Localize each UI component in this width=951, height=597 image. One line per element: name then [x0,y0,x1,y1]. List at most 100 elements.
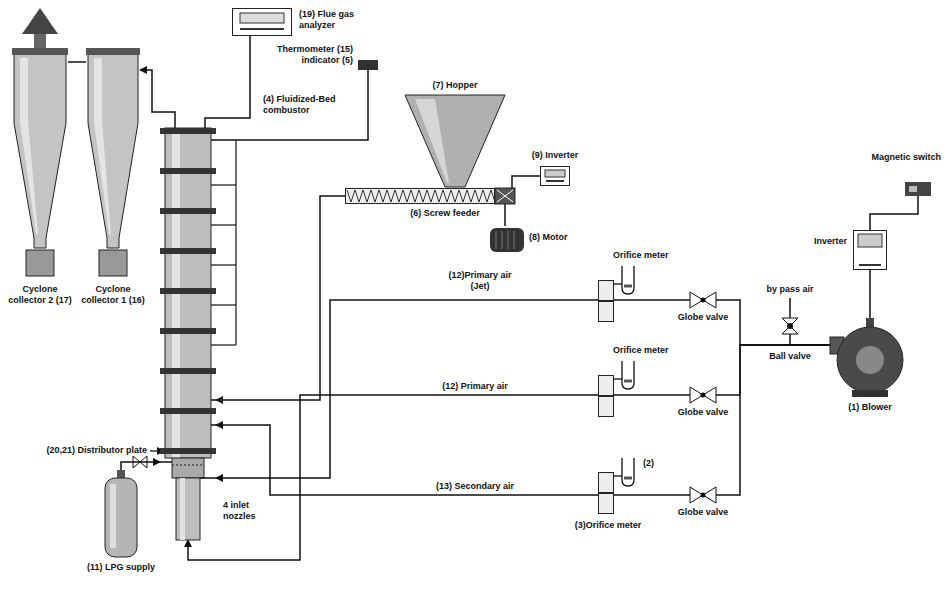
drawing-part [211,424,216,426]
drawing-part [160,408,216,414]
drawing-part [86,48,140,55]
cyclone-drawing [86,48,140,278]
pipe-connector [68,61,86,63]
flow-label: (13) Secondary air [420,481,530,492]
drawing-part [622,458,634,486]
drawing-part [545,170,565,177]
drawing-part [233,9,292,36]
drawing-part [211,224,236,225]
globe-valve: Globe valve [690,292,716,308]
component-label: Globe valve [673,507,733,518]
part-label: 4 inlet nozzles [222,500,268,522]
globe-drawing [690,387,716,403]
temperature-indicator: Thermometer (15) indicator (5) [358,60,378,70]
lpg-drawing [104,470,138,558]
drawing-part [497,190,513,202]
drawing-part [599,281,614,322]
drawing-part [852,390,888,397]
blower: (1) Blower [830,318,910,398]
drawing-part [905,182,931,196]
pipe-connector [205,36,250,128]
drawing-part [599,473,614,514]
drawing-part [160,128,216,134]
drawing-part [546,180,564,182]
drawing-part [614,475,622,476]
drawing-part [837,327,903,393]
flow-label: (12)Primary air (Jet) [440,270,520,292]
drawing-part [14,54,66,248]
drawing-part [88,54,138,248]
thermocouple-bus [235,140,236,345]
drawing-part [490,228,524,252]
component-label: Cyclone collector 2 (17) [4,284,76,306]
component-label: Orifice meter [612,250,682,261]
drawing-part [347,190,495,202]
drawing-part [94,58,111,234]
component-label: (8) Motor [528,232,588,243]
gas-analyzer: (19) Flue gas analyzer [232,8,292,36]
cyclone-collector: Cyclone collector 1 (16) [86,48,140,278]
drawing-part [160,208,216,214]
drawing-part [105,478,137,557]
pipe-connector [614,494,690,496]
pipe-connector [614,394,690,396]
drawing-part [160,328,216,334]
drawing-part [599,376,614,417]
component-label: Inverter [796,236,848,247]
pipe-connector [140,70,175,128]
pipe-connector [512,176,540,188]
component-label: Globe valve [673,312,733,323]
drawing-part [240,13,284,23]
drawing-part [701,298,706,303]
fuel-hopper: (7) Hopper [405,95,505,187]
component-label: (9) Inverter [520,150,590,161]
component-label: Magnetic switch [862,152,942,163]
drawing-part [622,361,634,389]
orifice-meter: Orifice meter [598,375,614,417]
drawing-part [346,189,495,204]
orifice-drawing [598,280,614,322]
orifice-drawing [598,375,614,417]
drawing-part [624,285,632,288]
drawing-part [858,234,882,247]
globe-drawing [690,292,716,308]
component-label: (4) Fluidized-Bed combustor [262,94,358,116]
screw-feeder: (6) Screw feeder [345,188,515,204]
switch-drawing [905,182,931,196]
component-label: (3)Orifice meter [558,520,658,531]
manometer-liquid [624,286,632,478]
pipe-connector [716,345,830,395]
orifice-meter: (3)Orifice meter [598,472,614,514]
pipe-connector [188,395,598,560]
flow-label: (12) Primary air [425,381,525,392]
drawing-part [172,458,204,478]
ball-drawing [782,318,798,334]
drawing-part [211,399,216,401]
pipe-connector [504,204,506,226]
inverter2-drawing [853,230,887,270]
globe-drawing [690,487,716,503]
exhaust-arrow [22,8,58,34]
drawing-part [160,288,216,294]
drawing-part [160,248,216,254]
drawing-part [117,470,125,478]
motor-drawing [490,226,524,254]
drawing-part [598,492,614,494]
drawing-part [240,28,284,30]
pipe-connector [216,70,368,140]
drawing-part [180,478,185,540]
component-label: (11) LPG supply [76,562,166,573]
drawing-part [909,186,917,192]
drawing-part [701,493,706,498]
hopper-drawing [405,95,505,187]
pipe-connector [614,299,690,301]
drawing-part [160,140,216,478]
pipe-label: by pass air [758,284,822,295]
pipe-connector [121,462,160,470]
drawing-part [701,393,706,398]
drawing-part [856,346,884,374]
inverter-box: Inverter [853,230,887,270]
drawing-part [211,184,236,185]
drawing-part [495,188,515,204]
